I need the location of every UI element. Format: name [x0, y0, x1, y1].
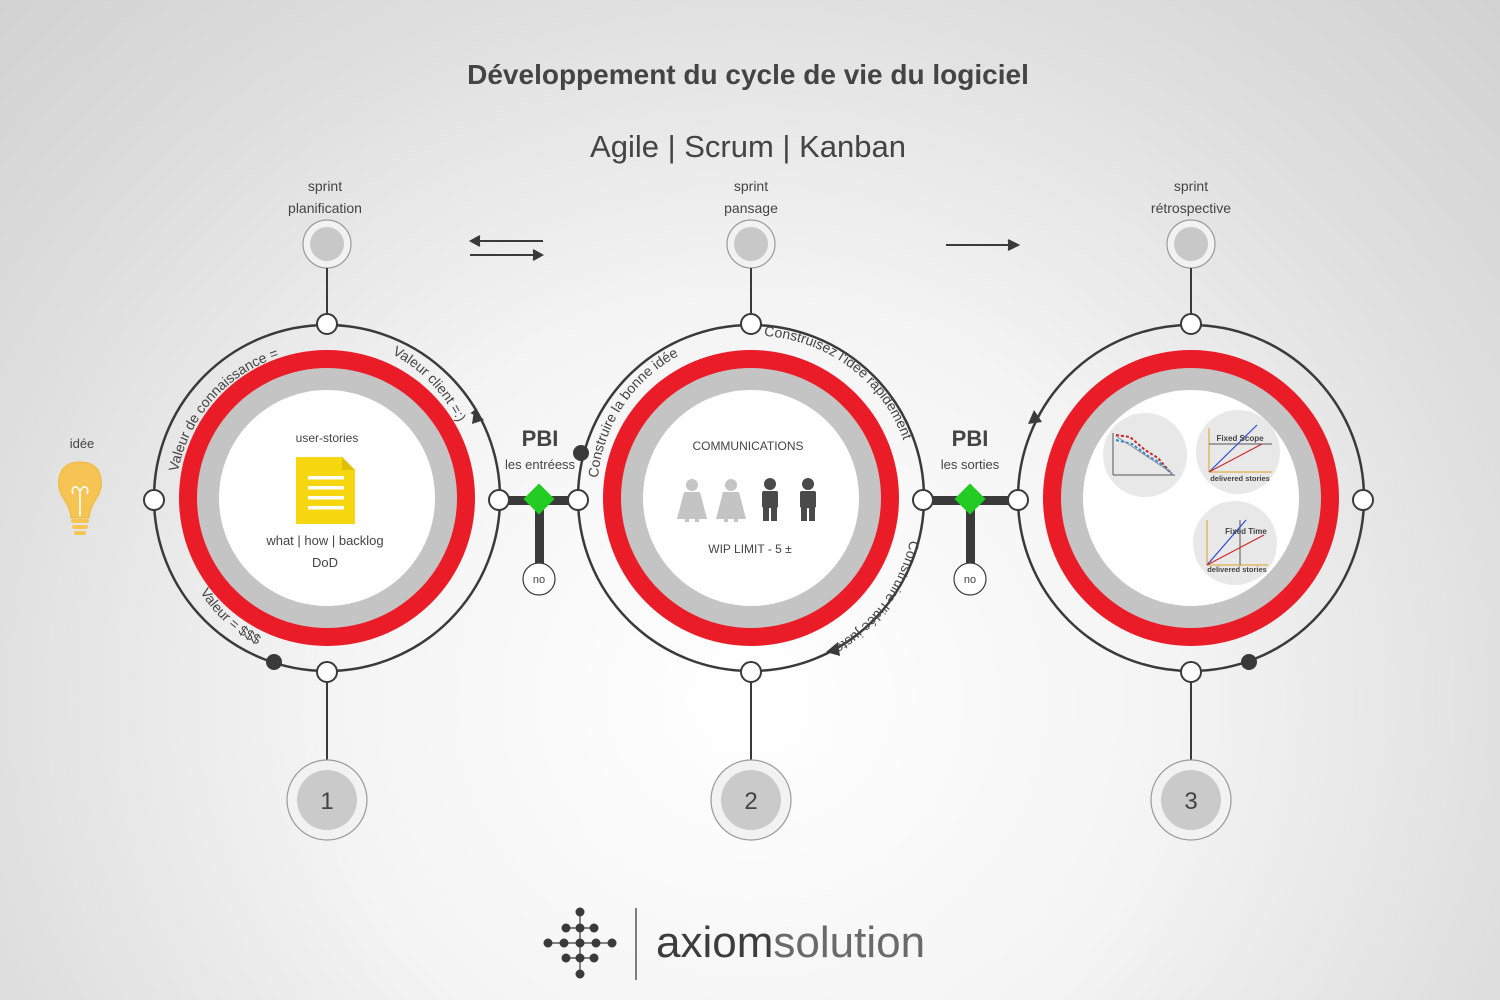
stage-3-retrospective: sprint rétrospective: [1007, 178, 1374, 841]
stage-2-label-name: pansage: [724, 200, 778, 216]
stage-3-node-right[interactable]: [1352, 489, 1374, 511]
stage-1-planning: sprint planification Valeur de connaissa…: [0, 0, 510, 841]
stage-1-center-title: user-stories: [296, 431, 359, 445]
connector-pbi-inputs: PBI les entréess no: [505, 426, 576, 596]
stage-1-label-name: planification: [288, 200, 362, 216]
stage-1-arc-arrow-icon: [472, 410, 484, 424]
fixed-time-title: Fixed Time: [1225, 527, 1267, 536]
stage-2-node-right[interactable]: [912, 489, 934, 511]
connector-1-no-node[interactable]: [522, 562, 556, 596]
stage-3-arc-arrow-icon: [1028, 410, 1042, 424]
stage-1-node-right[interactable]: [488, 489, 510, 511]
connector-2-no-node[interactable]: [953, 562, 987, 596]
stage-2-center-title: COMMUNICATIONS: [692, 439, 803, 453]
fixed-time-chart-icon: Fixed Time delivered stories: [1193, 501, 1277, 585]
connector-pbi-outputs: PBI les sorties no: [933, 426, 1008, 596]
stage-3-dot: [1241, 654, 1257, 670]
connector-1-no-label: no: [533, 574, 545, 586]
connector-1-diamond-icon: [523, 483, 555, 515]
page-subtitle: Agile | Scrum | Kanban: [590, 129, 906, 164]
brand-name: axiomsolution: [656, 918, 925, 967]
connector-2-subtitle: les sorties: [941, 457, 1000, 472]
stage-3-label-sprint: sprint: [1174, 178, 1208, 194]
stage-2-node-left[interactable]: [567, 489, 589, 511]
fixed-scope-xlabel: delivered stories: [1210, 474, 1270, 483]
stage-3-node-bottom[interactable]: [1180, 661, 1202, 683]
connector-2-title: PBI: [952, 426, 989, 451]
stage-3-number-badge-inner: [1161, 770, 1221, 830]
fixed-scope-title: Fixed Scope: [1216, 434, 1264, 443]
stage-1-dot: [266, 654, 282, 670]
idea-label: idée: [70, 436, 95, 451]
connector-2-diamond-icon: [954, 483, 986, 515]
stage-1-number: 1: [320, 788, 333, 815]
stage-2-number: 2: [744, 788, 757, 815]
stage-1-node-top[interactable]: [316, 313, 338, 335]
stage-1-label-sprint: sprint: [308, 178, 342, 194]
connector-2-no-label: no: [964, 574, 976, 586]
brand-logo: axiomsolution: [543, 907, 925, 980]
brand-name-light: solution: [773, 918, 925, 967]
stage-1-top-node-inner: [310, 227, 344, 261]
stage-2-node-bottom[interactable]: [740, 661, 762, 683]
stage-3-node-left[interactable]: [1007, 489, 1029, 511]
stage-2-center-line-1: WIP LIMIT - 5 ±: [708, 542, 792, 556]
stage-2-label-sprint: sprint: [734, 178, 768, 194]
people-icon: [677, 478, 816, 522]
fixed-scope-chart-icon: Fixed Scope delivered stories: [1196, 410, 1280, 494]
stage-2-top-node-inner: [734, 227, 768, 261]
stage-1-node-bottom[interactable]: [316, 661, 338, 683]
document-icon: [296, 457, 355, 524]
stage-3-label-name: rétrospective: [1151, 200, 1231, 216]
stage-3-top-node-inner: [1174, 227, 1208, 261]
fixed-time-xlabel: delivered stories: [1207, 565, 1267, 574]
axiom-network-logo-icon: [543, 907, 617, 979]
stage-3-number: 3: [1184, 788, 1197, 815]
brand-name-bold: axiom: [656, 918, 773, 967]
lightbulb-icon: [58, 461, 102, 535]
stage-2-arc-arrow-icon: [826, 642, 840, 656]
stage-1-node-left[interactable]: [143, 489, 165, 511]
stage-1-center-line-2: DoD: [312, 555, 338, 570]
stage-1-center-line-1: what | how | backlog: [265, 533, 383, 548]
stage-2-center: [643, 390, 859, 606]
connector-1-title: PBI: [522, 426, 559, 451]
stage-2-node-top[interactable]: [740, 313, 762, 335]
page-title: Développement du cycle de vie du logicie…: [467, 59, 1029, 90]
stage-3-node-top[interactable]: [1180, 313, 1202, 335]
connector-1-subtitle: les entréess: [505, 457, 576, 472]
stage-2-dot: [573, 445, 589, 461]
burndown-chart-icon: [1103, 413, 1187, 497]
bidirectional-arrows-icon: [468, 235, 545, 261]
forward-arrow-icon: [946, 239, 1021, 251]
stage-2-number-badge-inner: [721, 770, 781, 830]
stage-2-grooming: sprint pansage Construire la bonne idée …: [567, 178, 934, 841]
stage-1-number-badge-inner: [297, 770, 357, 830]
